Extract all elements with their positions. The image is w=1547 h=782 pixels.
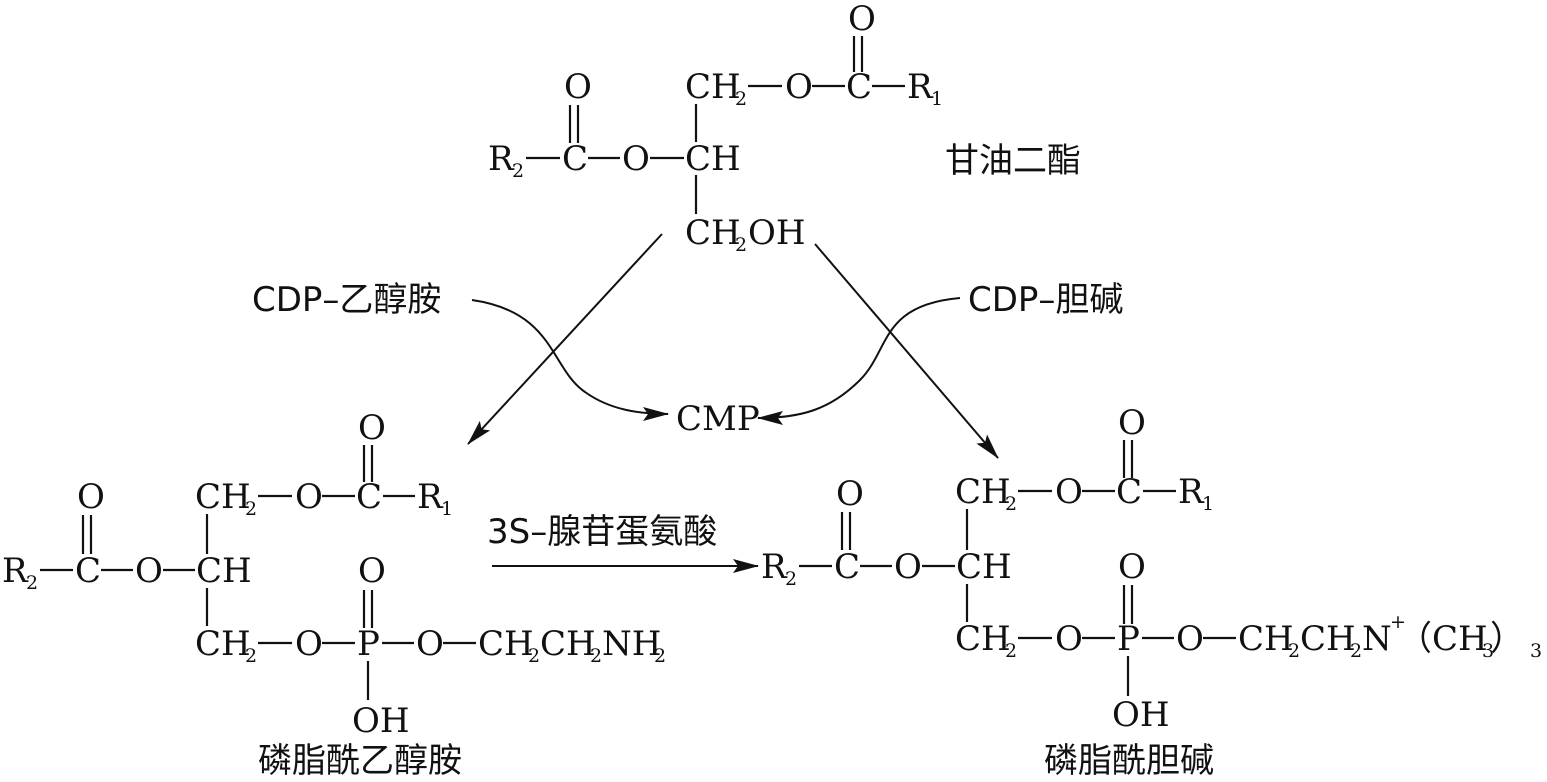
pc-tail-ch: CH bbox=[1238, 619, 1294, 659]
pe-oh: OH bbox=[352, 701, 410, 741]
diglyceride-ester-o: O bbox=[785, 67, 813, 107]
pc-tail-plus: + bbox=[1390, 611, 1406, 633]
diglyceride-c-left: C bbox=[562, 139, 588, 179]
pc-c1: C bbox=[1116, 472, 1142, 512]
diglyceride-r2-sub: 2 bbox=[512, 160, 524, 182]
arrow-to-pc bbox=[814, 243, 999, 459]
pc-tail-paren-close: ） bbox=[1490, 619, 1524, 659]
pe-p: P bbox=[357, 624, 380, 664]
diglyceride-ch2oh-oh: OH bbox=[748, 213, 806, 253]
pe-ch2b-sub: 2 bbox=[245, 645, 257, 667]
sam-label: 3S–腺苷蛋氨酸 bbox=[487, 512, 717, 552]
pc-p: P bbox=[1117, 619, 1140, 659]
pe-o-left: O bbox=[77, 477, 105, 517]
diglyceride-structure: O CH 2 O C R 1 O R 2 C O CH CH 2 OH 甘油二酯 bbox=[488, 0, 1081, 256]
pe-o1: O bbox=[295, 477, 323, 517]
pc-name: 磷脂酰胆碱 bbox=[1044, 741, 1214, 781]
pe-ch2b: CH bbox=[195, 624, 251, 664]
pe-tail-ch2: CH bbox=[540, 624, 596, 664]
pc-tail-ch2: CH bbox=[1300, 619, 1356, 659]
diglyceride-ester-c: C bbox=[846, 67, 872, 107]
pc-tail-paren-open: （ bbox=[1398, 619, 1432, 659]
pe-o-top: O bbox=[358, 408, 386, 448]
pe-o3: O bbox=[416, 624, 444, 664]
diglyceride-r2: R bbox=[488, 139, 515, 179]
phosphatidylethanolamine-structure: O CH 2 O C R 1 O R 2 C O CH O CH 2 O P O bbox=[2, 408, 666, 781]
pc-ch2-sub: 2 bbox=[1005, 493, 1017, 515]
pc-ch2: CH bbox=[955, 472, 1011, 512]
arrow-to-pe bbox=[467, 233, 663, 445]
diglyceride-ch2-sub: 2 bbox=[735, 88, 747, 110]
pc-o-top: O bbox=[1118, 403, 1146, 443]
pe-tail-sub3: 2 bbox=[654, 645, 666, 667]
pe-r2: R bbox=[2, 551, 29, 591]
arrow-cdp-ethanolamine-to-cmp bbox=[471, 299, 669, 421]
diglyceride-r1: R bbox=[907, 67, 934, 107]
pe-tail-ch: CH bbox=[478, 624, 534, 664]
cdp-ethanolamine-label: CDP–乙醇胺 bbox=[252, 280, 441, 320]
pc-o3: O bbox=[1176, 619, 1204, 659]
pc-o2: O bbox=[1055, 619, 1083, 659]
pe-c-left: C bbox=[75, 551, 101, 591]
pc-tail-ch3: CH bbox=[1432, 619, 1488, 659]
pc-tail-sub4: 3 bbox=[1530, 640, 1542, 662]
diglyceride-o-mid: O bbox=[622, 139, 650, 179]
diglyceride-ch: CH bbox=[685, 139, 741, 179]
pc-tail-sub1: 2 bbox=[1288, 640, 1300, 662]
arrow-cdp-choline-to-cmp bbox=[757, 297, 961, 425]
reaction-arrows: CDP–乙醇胺 CDP–胆碱 CMP 3S–腺苷蛋氨酸 bbox=[252, 233, 1123, 573]
pc-o-left: O bbox=[836, 474, 864, 514]
pc-o-mid: O bbox=[894, 547, 922, 587]
pc-oh: OH bbox=[1112, 695, 1170, 735]
pc-c-left: C bbox=[834, 547, 860, 587]
pc-o1: O bbox=[1055, 472, 1083, 512]
pc-o-p: O bbox=[1118, 547, 1146, 587]
diglyceride-ch2oh-ch: CH bbox=[685, 213, 741, 253]
pe-o2: O bbox=[295, 624, 323, 664]
pe-r1-sub: 1 bbox=[441, 498, 453, 520]
pc-r2: R bbox=[761, 547, 788, 587]
diglyceride-o-top: O bbox=[848, 0, 876, 39]
pc-r2-sub: 2 bbox=[785, 568, 797, 590]
pc-tail-sub3: 3 bbox=[1482, 640, 1494, 662]
diglyceride-ch2: CH bbox=[685, 67, 741, 107]
pc-tail-n: N bbox=[1362, 619, 1392, 659]
pe-ch2: CH bbox=[195, 477, 251, 517]
pe-ch: CH bbox=[196, 551, 252, 591]
pc-r1-sub: 1 bbox=[1202, 493, 1214, 515]
pe-c1: C bbox=[356, 477, 382, 517]
pe-tail-sub1: 2 bbox=[528, 645, 540, 667]
pe-name: 磷脂酰乙醇胺 bbox=[258, 741, 462, 781]
pc-ch: CH bbox=[956, 547, 1012, 587]
cmp-label: CMP bbox=[676, 399, 760, 439]
pc-ch2b: CH bbox=[955, 619, 1011, 659]
diglyceride-r1-sub: 1 bbox=[931, 88, 943, 110]
pe-tail-sub2: 2 bbox=[590, 645, 602, 667]
pe-o-mid: O bbox=[135, 551, 163, 591]
pe-r1: R bbox=[417, 477, 444, 517]
pc-ch2b-sub: 2 bbox=[1005, 640, 1017, 662]
pc-tail-sub2: 2 bbox=[1350, 640, 1362, 662]
pe-r2-sub: 2 bbox=[26, 572, 38, 594]
pe-tail-nh: NH bbox=[602, 624, 661, 664]
diglyceride-name: 甘油二酯 bbox=[945, 141, 1081, 181]
pe-o-p: O bbox=[358, 551, 386, 591]
cdp-choline-label: CDP–胆碱 bbox=[968, 280, 1123, 320]
diglyceride-ch2oh-sub: 2 bbox=[735, 234, 747, 256]
pc-r1: R bbox=[1178, 472, 1205, 512]
phosphatidylcholine-structure: O CH 2 O C R 1 O R 2 C O CH O CH 2 O P O bbox=[761, 403, 1542, 781]
diglyceride-o-left: O bbox=[564, 67, 592, 107]
pe-ch2-sub: 2 bbox=[245, 498, 257, 520]
